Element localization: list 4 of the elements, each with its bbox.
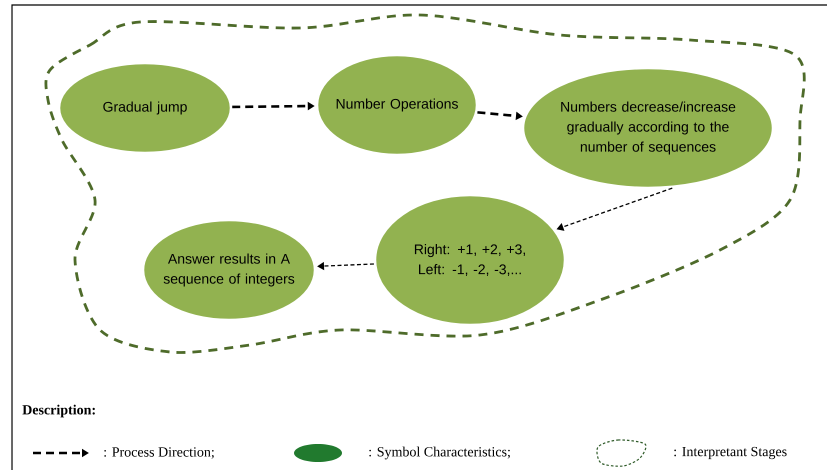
legend-text: : Interpretant Stages: [674, 446, 787, 460]
legend-text: : Symbol Characteristics;: [369, 446, 510, 460]
description-heading: Description:: [22, 404, 95, 418]
legend-text: : Process Direction;: [104, 447, 214, 459]
